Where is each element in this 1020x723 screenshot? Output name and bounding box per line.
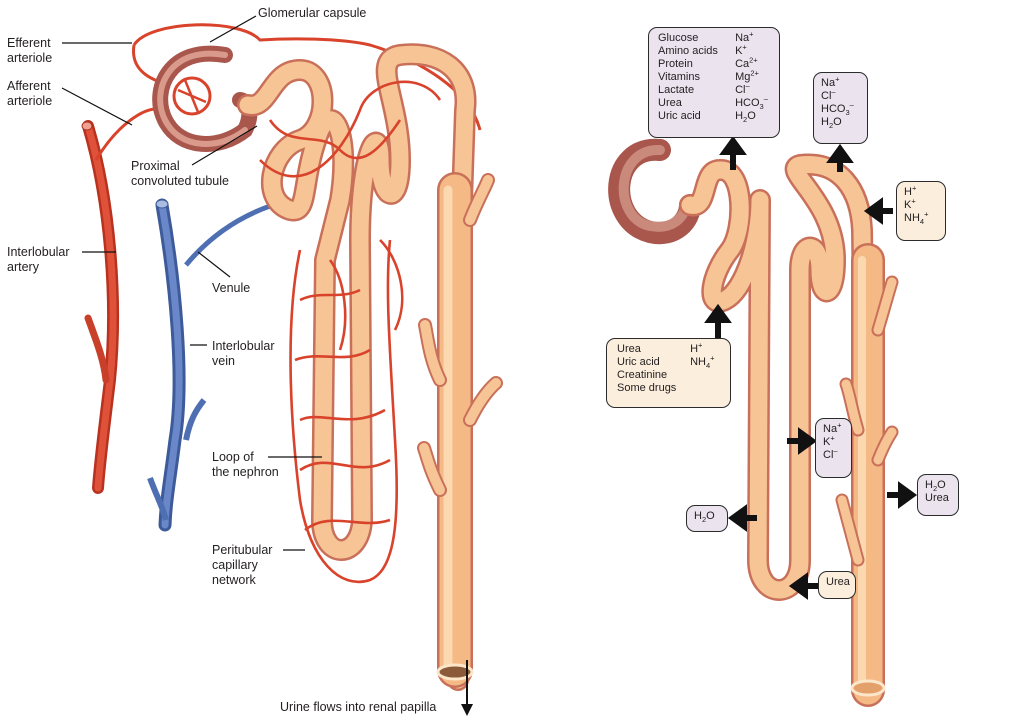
substance-item: HCO3– — [735, 94, 768, 112]
ascending-limb-ions: Na+K+Cl– — [823, 420, 842, 462]
substance-item: Uric acid — [617, 356, 660, 368]
substance-item: Na+ — [735, 29, 754, 44]
substance-item: Glucose — [658, 32, 699, 44]
substance-item: H+ — [690, 340, 703, 355]
substance-item: H2O — [925, 479, 946, 494]
label-efferent-arteriole: Efferent arteriole — [7, 36, 53, 65]
glomerular-capsule-right — [608, 138, 701, 245]
substance-item: NH4+ — [904, 209, 929, 227]
substance-item: Urea — [925, 492, 949, 504]
substance-item: Na+ — [823, 420, 842, 435]
substance-item: Amino acids — [658, 45, 718, 57]
label-glomerular-capsule: Glomerular capsule — [258, 6, 367, 20]
loop-urea-items: Urea — [826, 576, 850, 589]
dct-reabsorbed-ions: Na+Cl–HCO3–H2O — [821, 74, 854, 131]
label-afferent-arteriole: Afferent arteriole — [7, 79, 53, 108]
box-ascending-limb: Na+K+Cl– — [815, 418, 852, 478]
substance-item: Some drugs — [617, 382, 677, 394]
label-venule: Venule — [212, 281, 251, 295]
substance-item: H2O — [694, 510, 715, 525]
substance-item: Cl– — [821, 87, 836, 102]
substance-item: NH4+ — [690, 353, 715, 371]
pct-secreted-ions: H+NH4+ — [690, 340, 715, 371]
glomerular-capsule — [152, 45, 258, 152]
dct-secreted-ions: H+K+NH4+ — [904, 183, 929, 227]
substance-item: Urea — [617, 343, 641, 355]
box-dct-secreted: H+K+NH4+ — [896, 181, 946, 241]
nephron-tubule-left — [237, 43, 503, 691]
box-loop-urea: Urea — [818, 571, 856, 599]
substance-item: Urea — [658, 97, 682, 109]
label-interlobular-artery: Interlobular artery — [7, 245, 70, 274]
substance-item: H+ — [904, 183, 917, 198]
peritubular-capillary-network — [259, 80, 442, 584]
substance-item: HCO3– — [821, 100, 854, 118]
pct-reabsorbed-ions: Na+K+Ca2+Mg2+Cl–HCO3–H2O — [735, 29, 768, 125]
substance-item: K+ — [904, 196, 916, 211]
label-interlobular-vein: Interlobular vein — [212, 339, 275, 368]
descending-limb-items: H2O — [694, 510, 715, 523]
leader-lines-left — [61, 15, 473, 716]
substance-item: Cl– — [735, 81, 750, 96]
interlobular-artery — [81, 120, 120, 494]
label-urine-flow: Urine flows into renal papilla — [280, 700, 437, 714]
substance-item: Vitamins — [658, 71, 700, 83]
substance-item: H2O — [735, 110, 756, 125]
box-dct-reabsorbed: Na+Cl–HCO3–H2O — [813, 72, 868, 144]
label-loop-of-nephron: Loop of the nephron — [212, 450, 279, 479]
box-descending-limb: H2O — [686, 505, 728, 532]
label-peritubular-capillary-network: Peritubular capillary network — [212, 543, 273, 587]
label-proximal-convoluted-tubule: Proximal convoluted tubule — [131, 159, 229, 188]
substance-item: Protein — [658, 58, 693, 70]
nephron-tubule-right — [679, 153, 899, 707]
substance-item: Uric acid — [658, 110, 701, 122]
substance-item: Ca2+ — [735, 55, 758, 70]
substance-item: Urea — [826, 576, 850, 588]
interlobular-vein — [147, 197, 291, 532]
substance-item: Creatinine — [617, 369, 668, 381]
substance-item: Mg2+ — [735, 68, 759, 83]
transport-arrows — [704, 135, 918, 600]
substance-item: K+ — [823, 433, 835, 448]
substance-item: Na+ — [821, 74, 840, 89]
substance-item: Cl– — [823, 446, 838, 461]
substance-item: H2O — [821, 116, 842, 131]
substance-item: K+ — [735, 42, 747, 57]
substance-item: Lactate — [658, 84, 695, 96]
